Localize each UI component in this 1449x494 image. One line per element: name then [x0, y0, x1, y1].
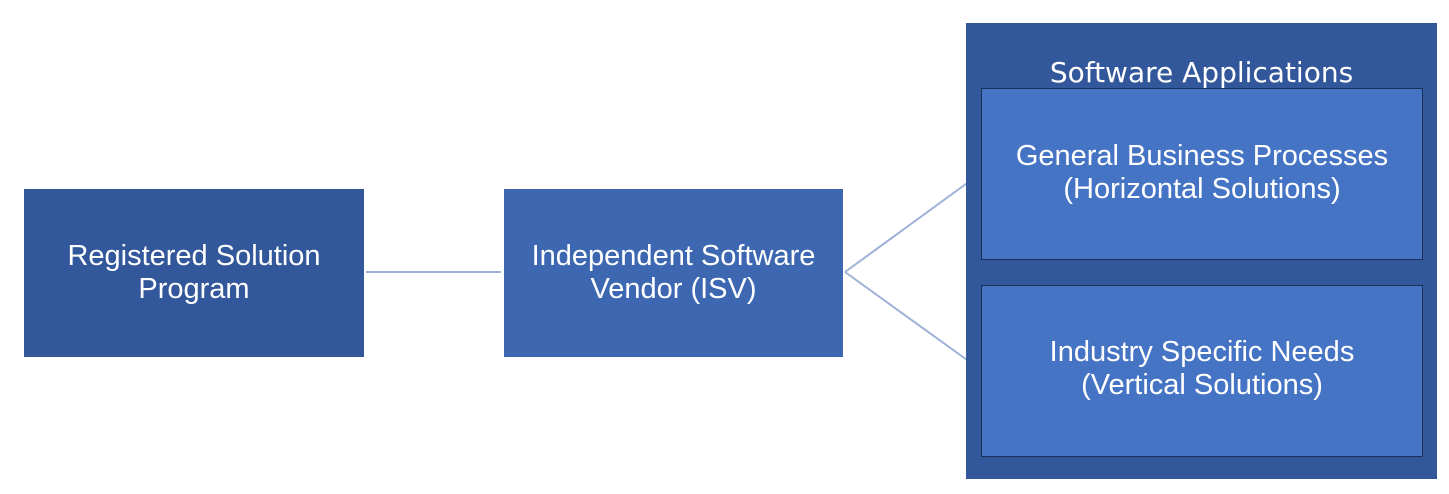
registered-solution-program-label: Registered Solution Program [67, 240, 321, 305]
horizontal-solutions-box: General Business Processes (Horizontal S… [981, 88, 1423, 260]
isv-label: Independent Software Vendor (ISV) [531, 240, 816, 305]
software-applications-title: Software Applications [1049, 56, 1354, 89]
vertical-solutions-box: Industry Specific Needs (Vertical Soluti… [981, 285, 1423, 457]
connector-isv-horizontal [844, 172, 982, 273]
horizontal-solutions-label: General Business Processes (Horizontal S… [1015, 140, 1389, 205]
connector-isv-vertical [844, 271, 982, 371]
vertical-solutions-label: Industry Specific Needs (Vertical Soluti… [1049, 336, 1355, 401]
isv-box: Independent Software Vendor (ISV) [504, 189, 843, 357]
registered-solution-program-box: Registered Solution Program [24, 189, 364, 357]
